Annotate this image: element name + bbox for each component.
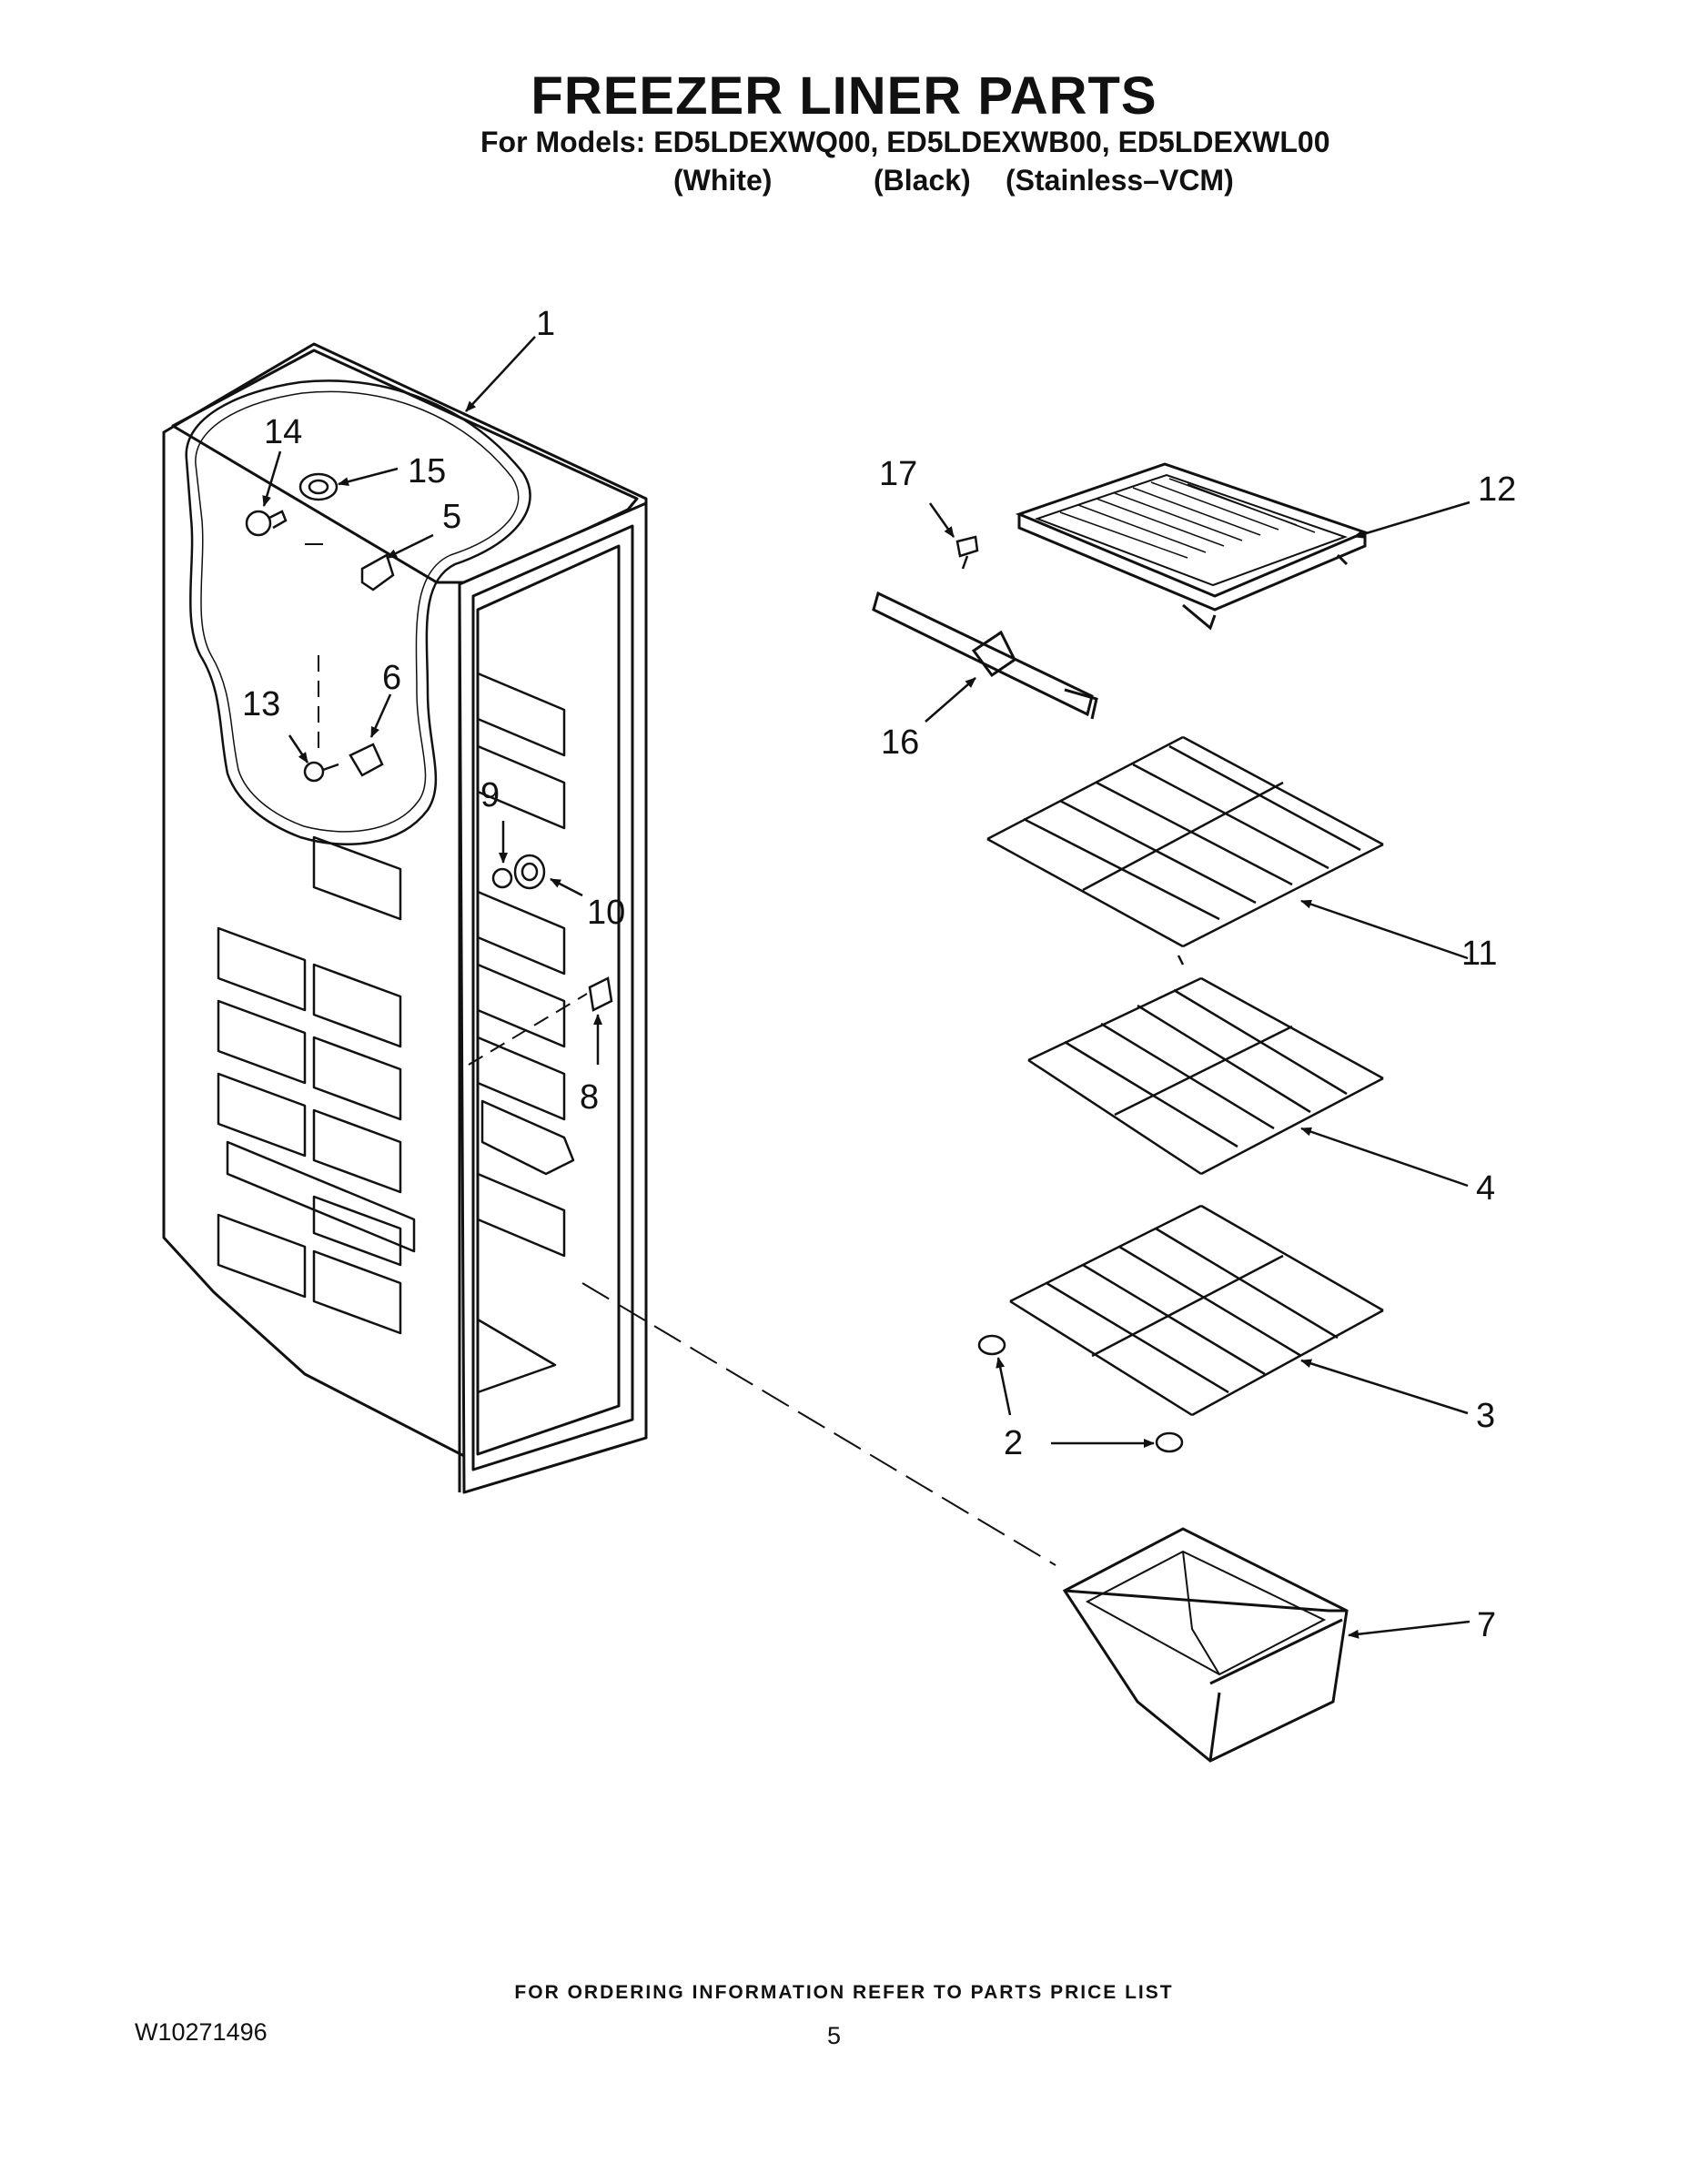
callout-3: 3 (1476, 1397, 1495, 1435)
callout-12: 12 (1478, 470, 1516, 509)
shelf-rail-part (872, 591, 1098, 720)
callout-1: 1 (536, 305, 555, 343)
freezer-liner (162, 342, 648, 1494)
screw-part-17 (955, 535, 979, 570)
callout-2: 2 (1004, 1424, 1023, 1462)
light-bulb-part (245, 510, 288, 537)
tray-part (1015, 462, 1370, 631)
screw-part-9 (491, 867, 513, 889)
light-socket-part (298, 472, 339, 501)
callout-numbers: 1 14 15 5 13 6 9 10 8 17 12 16 11 4 3 2 … (242, 305, 1516, 1644)
screw-part-13 (303, 761, 339, 783)
clip-part (360, 553, 395, 592)
callout-4: 4 (1476, 1169, 1495, 1208)
callout-7: 7 (1477, 1606, 1496, 1644)
spacer-part-10 (513, 854, 546, 890)
bracket-part-6 (349, 743, 384, 777)
page-number: 5 (827, 2022, 842, 2049)
alignment-lines (305, 543, 1056, 1566)
ordering-note: FOR ORDERING INFORMATION REFER TO PARTS … (514, 1982, 1174, 2003)
clip-part-8 (588, 976, 613, 1012)
model-list: For Models: ED5LDEXWQ00, ED5LDEXWB00, ED… (480, 126, 1330, 158)
leader-arrows (262, 336, 1471, 1639)
variant-stainless: (Stainless–VCM) (1006, 164, 1234, 197)
callout-6: 6 (382, 659, 401, 697)
shelf-end-cap-part (977, 1334, 1184, 1453)
callout-9: 9 (480, 776, 500, 814)
freezer-bin-part (1062, 1527, 1349, 1763)
callout-11: 11 (1461, 935, 1497, 973)
wire-shelf-part-3 (1009, 1204, 1384, 1417)
callout-15: 15 (408, 452, 446, 490)
variant-black: (Black) (874, 164, 971, 197)
document-number: W10271496 (135, 2018, 268, 2046)
callout-14: 14 (264, 413, 302, 451)
callout-10: 10 (587, 894, 625, 932)
variant-white: (White) (673, 164, 773, 197)
callout-16: 16 (881, 723, 919, 762)
page-title: FREEZER LINER PARTS (531, 66, 1157, 126)
wire-shelf-part-11 (986, 735, 1384, 966)
wire-shelf-part-4 (1027, 976, 1384, 1176)
callout-5: 5 (442, 498, 461, 536)
callout-13: 13 (242, 685, 280, 723)
callout-17: 17 (879, 455, 917, 493)
callout-8: 8 (580, 1078, 599, 1117)
